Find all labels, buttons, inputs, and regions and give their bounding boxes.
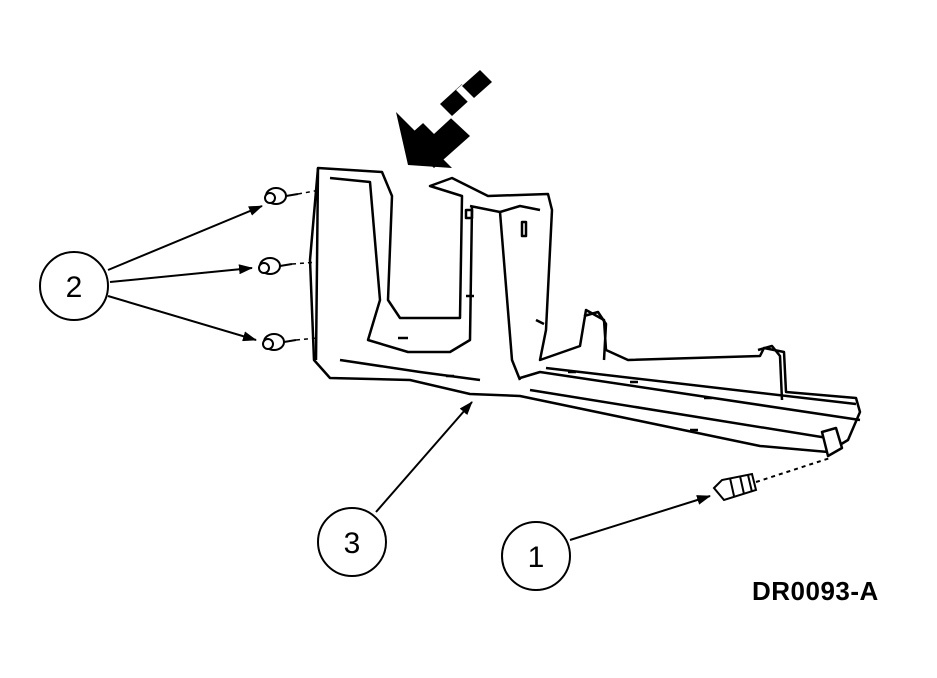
direction-arrow-icon <box>396 70 492 168</box>
screw-icon <box>712 457 831 502</box>
callout-3: 3 <box>317 507 387 577</box>
push-pin-icon <box>262 333 297 351</box>
svg-text:2: 2 <box>66 271 83 304</box>
alignment-lines <box>291 189 321 341</box>
trim-panel <box>308 166 862 458</box>
svg-text:3: 3 <box>344 527 361 560</box>
callout-1: 1 <box>501 521 571 591</box>
svg-text:1: 1 <box>528 541 545 574</box>
callout-2: 2 <box>39 251 109 321</box>
push-pin-icon <box>264 187 299 205</box>
reference-code: DR0093-A <box>752 576 879 606</box>
push-pin-icon <box>258 257 293 275</box>
leader-lines <box>107 205 711 541</box>
